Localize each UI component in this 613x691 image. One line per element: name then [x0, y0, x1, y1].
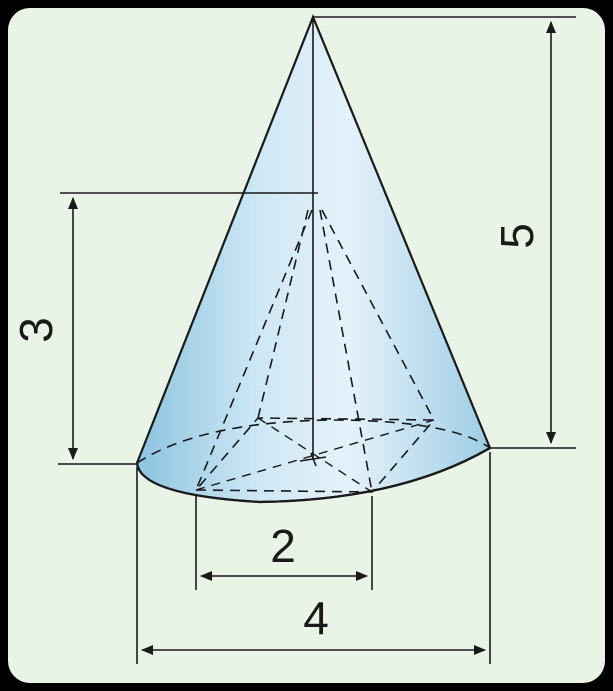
label-outer-height: 5: [491, 223, 543, 249]
cone-diagram: 5 3 2 4: [8, 8, 605, 683]
dimension-outer-width: [136, 452, 491, 664]
figure-frame: 5 3 2 4: [6, 6, 607, 685]
label-outer-width: 4: [303, 592, 329, 644]
cone-base-back-rim: [136, 419, 491, 464]
dimension-inner-width: [195, 494, 373, 590]
pyramid-diagonals: [195, 417, 435, 493]
base-center-mark: [299, 452, 327, 467]
dimension-inner-height: [58, 192, 318, 465]
pyramid-edges: [195, 209, 435, 493]
label-inner-width: 2: [270, 520, 296, 572]
dimension-outer-height: [313, 16, 576, 449]
label-inner-height: 3: [10, 317, 62, 343]
cone-base-front-rim: [135, 447, 491, 504]
pyramid-base: [194, 417, 436, 493]
